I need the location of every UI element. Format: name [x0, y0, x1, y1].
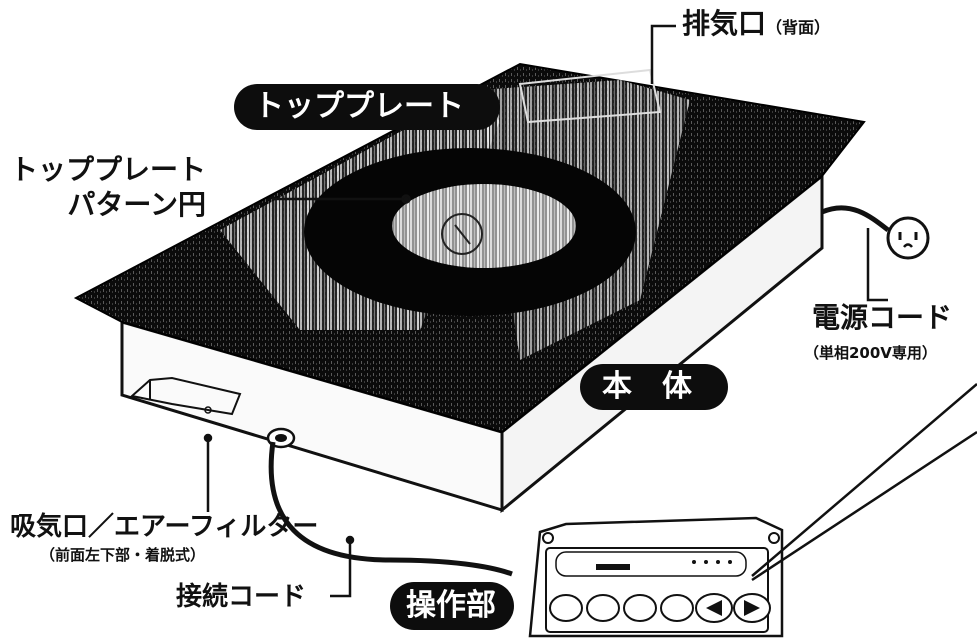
top-plate-badge: トッププレート [234, 84, 500, 130]
control-unit [528, 516, 784, 638]
connection-cord [268, 441, 513, 577]
top-plate-pattern-line2: パターン円 [67, 188, 207, 221]
intake-note: （前面左下部・着脱式） [40, 548, 205, 563]
connection-cord-text: 接続コード [176, 582, 307, 612]
exhaust-label: 排気口（背面） [682, 10, 830, 38]
top-plate-pattern-line1: トッププレート [10, 153, 207, 186]
body-badge-text: 本 体 [602, 369, 692, 404]
power-cord-note: （単相200V専用） [804, 346, 937, 361]
top-plate [73, 62, 866, 434]
top-plate-pattern-label: トッププレート パターン円 [10, 152, 206, 222]
leader-lines [203, 24, 977, 598]
power-cord-note-text: （単相200V専用） [804, 344, 937, 362]
intake-note-text: （前面左下部・着脱式） [40, 546, 206, 564]
top-plate-badge-text: トッププレート [254, 89, 464, 124]
connection-cord-label: 接続コード [176, 584, 306, 610]
intake-label: 吸気口／エアーフィルター [10, 514, 318, 540]
power-cord-text: 電源コード [812, 301, 953, 334]
body-badge: 本 体 [580, 364, 728, 410]
intake-text: 吸気口／エアーフィルター [10, 512, 319, 542]
power-cord [821, 205, 930, 260]
control-unit-badge-text: 操作部 [406, 588, 496, 623]
exhaust-text: 排気口 [682, 7, 767, 40]
control-unit-badge: 操作部 [390, 582, 514, 630]
intake-vent [204, 406, 212, 414]
power-cord-label: 電源コード [812, 304, 952, 332]
exhaust-note: （背面） [766, 18, 831, 37]
